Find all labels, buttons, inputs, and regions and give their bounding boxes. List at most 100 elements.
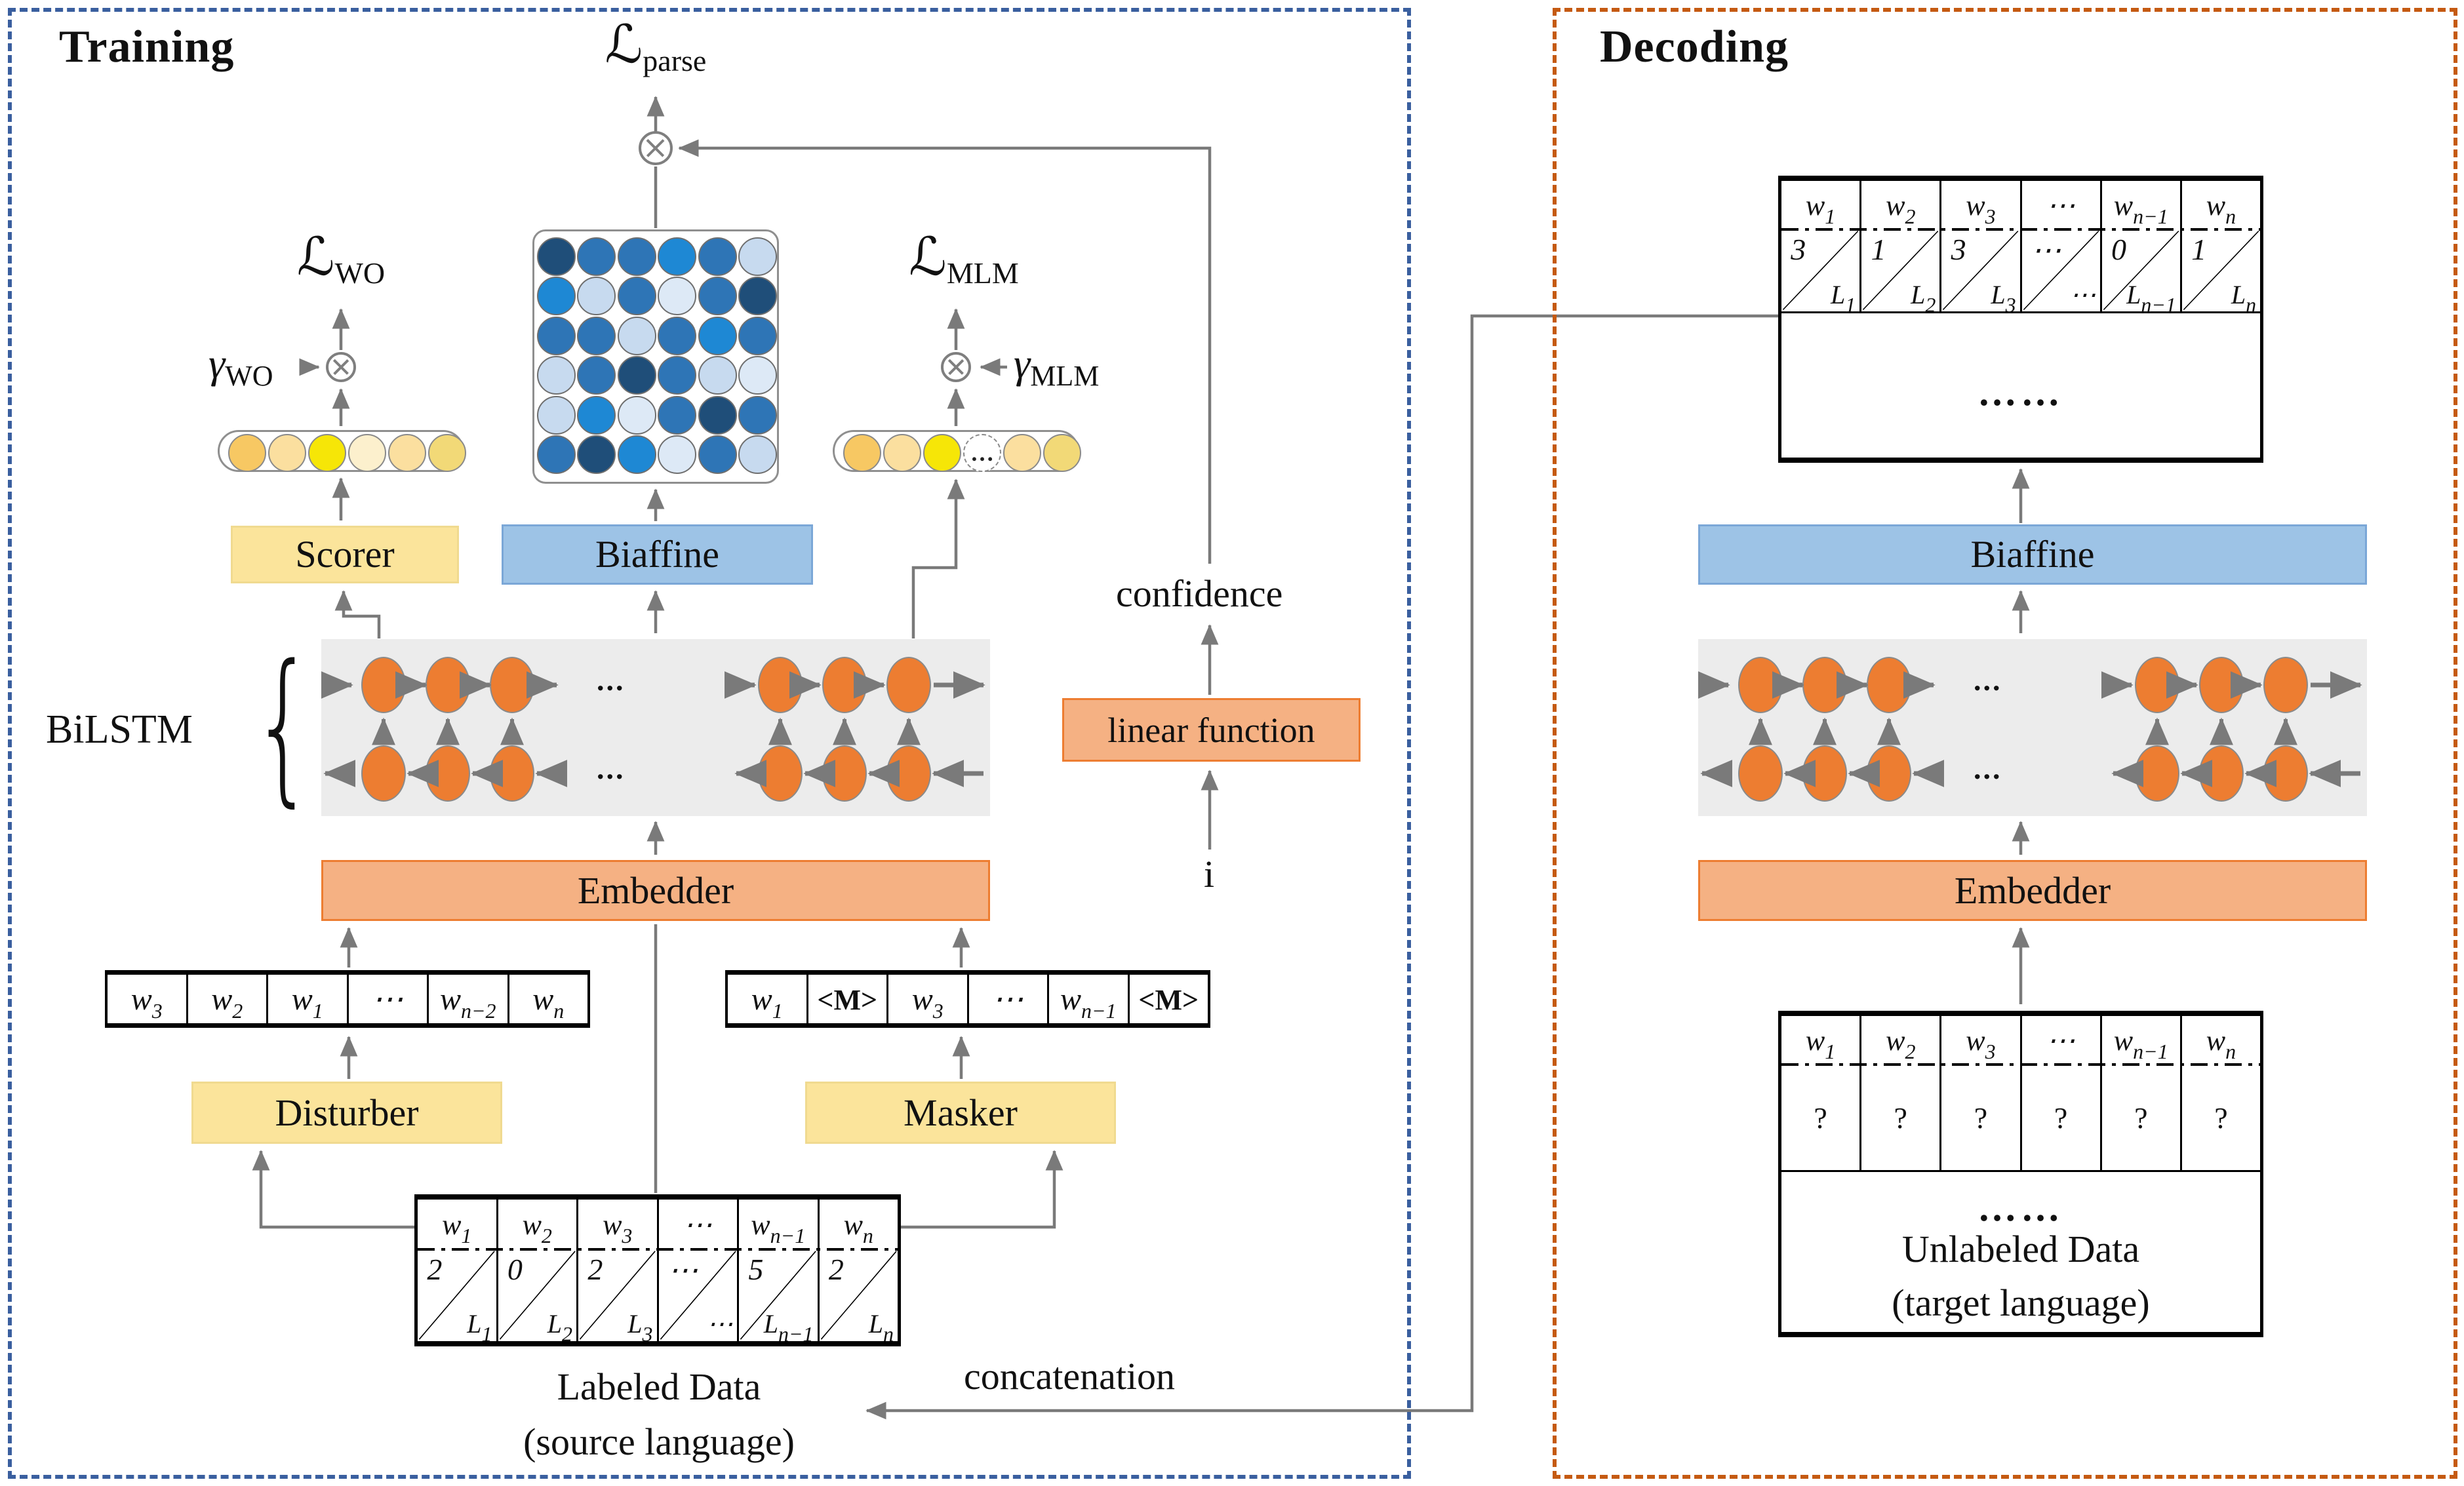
diagonal-line (1781, 229, 1859, 311)
head-index: 2 (587, 1253, 603, 1287)
bilstm-panel-training: ...... (321, 639, 990, 816)
dep-label-sub: n−1 (2141, 292, 2176, 317)
table-word: wn (2206, 189, 2236, 228)
word: wn−2 (439, 981, 496, 1023)
table-word-cell: wn (2179, 181, 2260, 229)
lstm-node (2263, 745, 2308, 802)
word-sub: 1 (772, 998, 783, 1023)
dep-label-sub: 1 (481, 1322, 492, 1346)
dep-label: Ln (2231, 279, 2256, 317)
word-text: w (911, 981, 933, 1017)
bilstm-brace: { (252, 630, 315, 822)
score-circle (348, 434, 386, 472)
gamma-wo-symbol: γ (209, 340, 226, 387)
matrix-cell (617, 316, 656, 355)
dep-label-sub: n (883, 1322, 894, 1346)
word: wn (532, 981, 564, 1023)
table-word-sub: n−1 (2133, 204, 2168, 228)
matrix-cell (698, 395, 737, 435)
word-text: <M> (1138, 983, 1199, 1016)
question-mark: ? (1894, 1101, 1907, 1135)
matrix-cell (577, 435, 616, 474)
training-title: Training (59, 22, 235, 72)
index-i-label: i (1204, 853, 1215, 895)
matrix-cell (617, 395, 656, 435)
unlabeled-caption: Unlabeled Data (1901, 1228, 2140, 1270)
table-word-cell: w3 (1939, 1016, 2019, 1065)
dep-label-text: L (1911, 279, 1926, 309)
table-word-cell: w2 (1859, 181, 1939, 229)
lstm-ellipsis: ... (1974, 663, 2002, 697)
loss-parse-sub: parse (643, 44, 707, 77)
dep-label: Ln−1 (764, 1308, 814, 1346)
table-word-cell: w3 (576, 1200, 657, 1249)
table-word: wn−1 (2113, 189, 2168, 228)
decoding-embedder-box: Embedder (1698, 860, 2367, 921)
matrix-cell (536, 435, 576, 474)
scorer-box: Scorer (231, 526, 459, 583)
labeled-data-caption: Labeled Data (557, 1365, 761, 1408)
loss-wo-symbol: ℒ (296, 226, 335, 287)
table-word-cell: wn (817, 1200, 898, 1249)
word-text: w (130, 981, 152, 1017)
word-text: w (751, 981, 772, 1017)
diagonal-line (418, 1249, 496, 1341)
table-word-text: w (2113, 189, 2134, 222)
word-text: ⋯ (372, 982, 404, 1017)
matrix-cell (536, 356, 576, 395)
matrix-cell (577, 316, 616, 355)
table-word-text: ⋯ (2046, 1024, 2076, 1057)
score-circle (308, 434, 346, 472)
table-word-text: w (843, 1208, 863, 1241)
mark-cell: ? (1859, 1065, 1939, 1170)
matrix-cell (617, 277, 656, 315)
word-text: w (439, 981, 461, 1017)
table-word-text: w (2113, 1024, 2134, 1057)
score-circle (228, 434, 266, 472)
lstm-ellipsis: ... (1974, 752, 2002, 785)
dep-label-text: L (547, 1309, 563, 1339)
head-index: 2 (828, 1253, 844, 1287)
table-word-text: w (1886, 189, 1905, 222)
lstm-ellipsis: ... (597, 752, 626, 785)
table-word-cell: w2 (496, 1200, 577, 1249)
word-cell: w1 (266, 975, 347, 1023)
question-mark: ? (1974, 1101, 1988, 1135)
linear-function-box: linear function (1062, 698, 1361, 762)
loss-mlm-sub: MLM (946, 256, 1019, 290)
matrix-cell (738, 237, 777, 276)
table-label-cell: ⋯⋯ (2019, 229, 2100, 311)
score-circle (883, 434, 921, 472)
question-mark: ? (2214, 1101, 2228, 1135)
lstm-ellipsis: ... (597, 663, 626, 697)
loss-wo-sub: WO (334, 256, 386, 290)
confidence-label: confidence (1116, 572, 1283, 615)
matrix-cell (536, 277, 576, 315)
matrix-cell (617, 435, 656, 474)
head-index: 1 (2191, 232, 2207, 266)
lstm-arrows (1698, 671, 2362, 787)
table-word-sub: 2 (541, 1223, 552, 1247)
word: w3 (911, 981, 944, 1023)
dep-label: ⋯ (707, 1309, 734, 1339)
table-word-cell: w3 (1939, 181, 2019, 229)
table-word-sub: 1 (1825, 1039, 1836, 1063)
mark-cell: ? (1939, 1065, 2019, 1170)
wo-score-row (218, 430, 466, 472)
table-word-text: w (1805, 1024, 1825, 1057)
gamma-mlm-sub: MLM (1030, 360, 1100, 392)
dep-label: Ln (869, 1308, 894, 1346)
dep-label: L3 (1991, 279, 2016, 317)
matrix-cell (536, 316, 576, 355)
word-cell: <M> (1127, 975, 1208, 1023)
table-word: w3 (1966, 189, 1995, 228)
word-cell: w3 (108, 975, 186, 1023)
matrix-cell (617, 237, 656, 276)
head-index: 3 (1951, 232, 1966, 266)
table-word-sub: 3 (1985, 204, 1996, 228)
